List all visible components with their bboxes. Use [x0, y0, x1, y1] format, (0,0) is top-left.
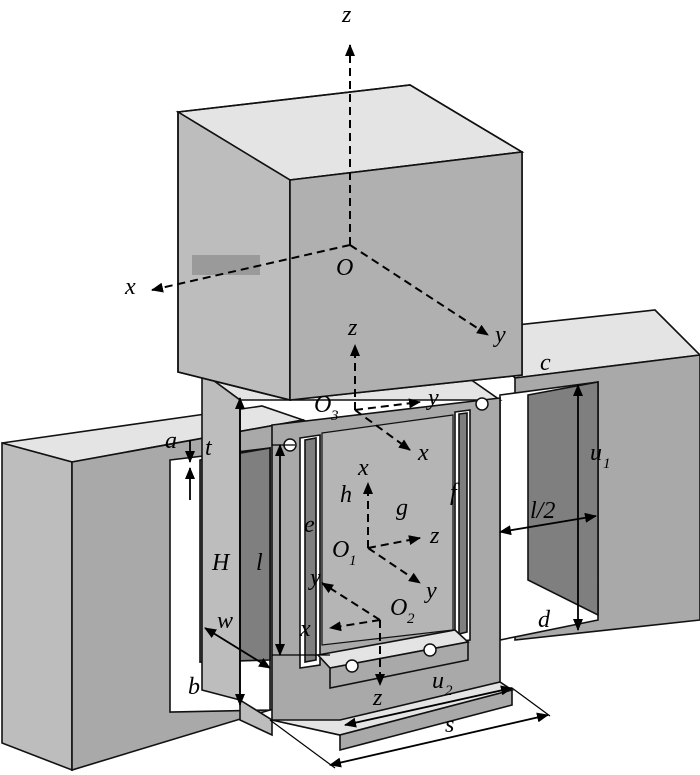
label-x1: x	[357, 455, 369, 481]
y-axis-main	[349, 244, 489, 336]
label-x3: x	[417, 440, 429, 466]
label-d: d	[538, 607, 551, 633]
label-u2: u	[432, 668, 444, 694]
label-g: g	[396, 495, 408, 521]
label-c: c	[540, 350, 551, 376]
label-y-main: y	[493, 322, 506, 348]
label-a: a	[165, 428, 177, 454]
x-axis-main	[151, 244, 351, 293]
label-O: O	[336, 255, 353, 281]
label-H: H	[211, 550, 231, 576]
label-u1: u	[590, 440, 602, 466]
label-u1-sub: 1	[603, 456, 611, 472]
label-O1: O	[332, 537, 349, 563]
label-x-main: x	[124, 274, 136, 300]
label-x2: x	[299, 616, 311, 642]
labels: z x y O z O 3 y x c a t u 1 x h g f e l/…	[124, 2, 611, 738]
label-b: b	[188, 674, 200, 700]
label-y2: y	[308, 565, 321, 591]
o1-axes	[363, 482, 421, 584]
label-u2-sub: 2	[445, 683, 453, 699]
label-O3: O	[314, 392, 331, 418]
label-h: h	[340, 482, 352, 508]
label-l-half: l/2	[530, 498, 555, 524]
o2-axes	[321, 582, 385, 686]
label-O2-sub: 2	[407, 611, 415, 627]
label-z1: z	[429, 523, 440, 549]
label-O2: O	[390, 595, 407, 621]
label-O3-sub: 3	[330, 408, 339, 424]
label-O1-sub: 1	[349, 553, 357, 569]
main-axes	[151, 44, 489, 336]
label-w: w	[217, 608, 233, 634]
label-e: e	[304, 512, 315, 538]
dimensions	[185, 384, 597, 769]
label-f: f	[450, 480, 460, 506]
label-s: s	[445, 712, 454, 738]
label-l: l	[256, 550, 263, 576]
label-z3: z	[347, 315, 358, 341]
label-z2: z	[372, 685, 383, 711]
label-y3: y	[426, 385, 439, 411]
label-y1: y	[424, 578, 437, 604]
label-t: t	[205, 435, 213, 461]
top-cube	[175, 84, 525, 402]
label-z-main: z	[341, 2, 352, 28]
o3-axes	[350, 344, 421, 451]
